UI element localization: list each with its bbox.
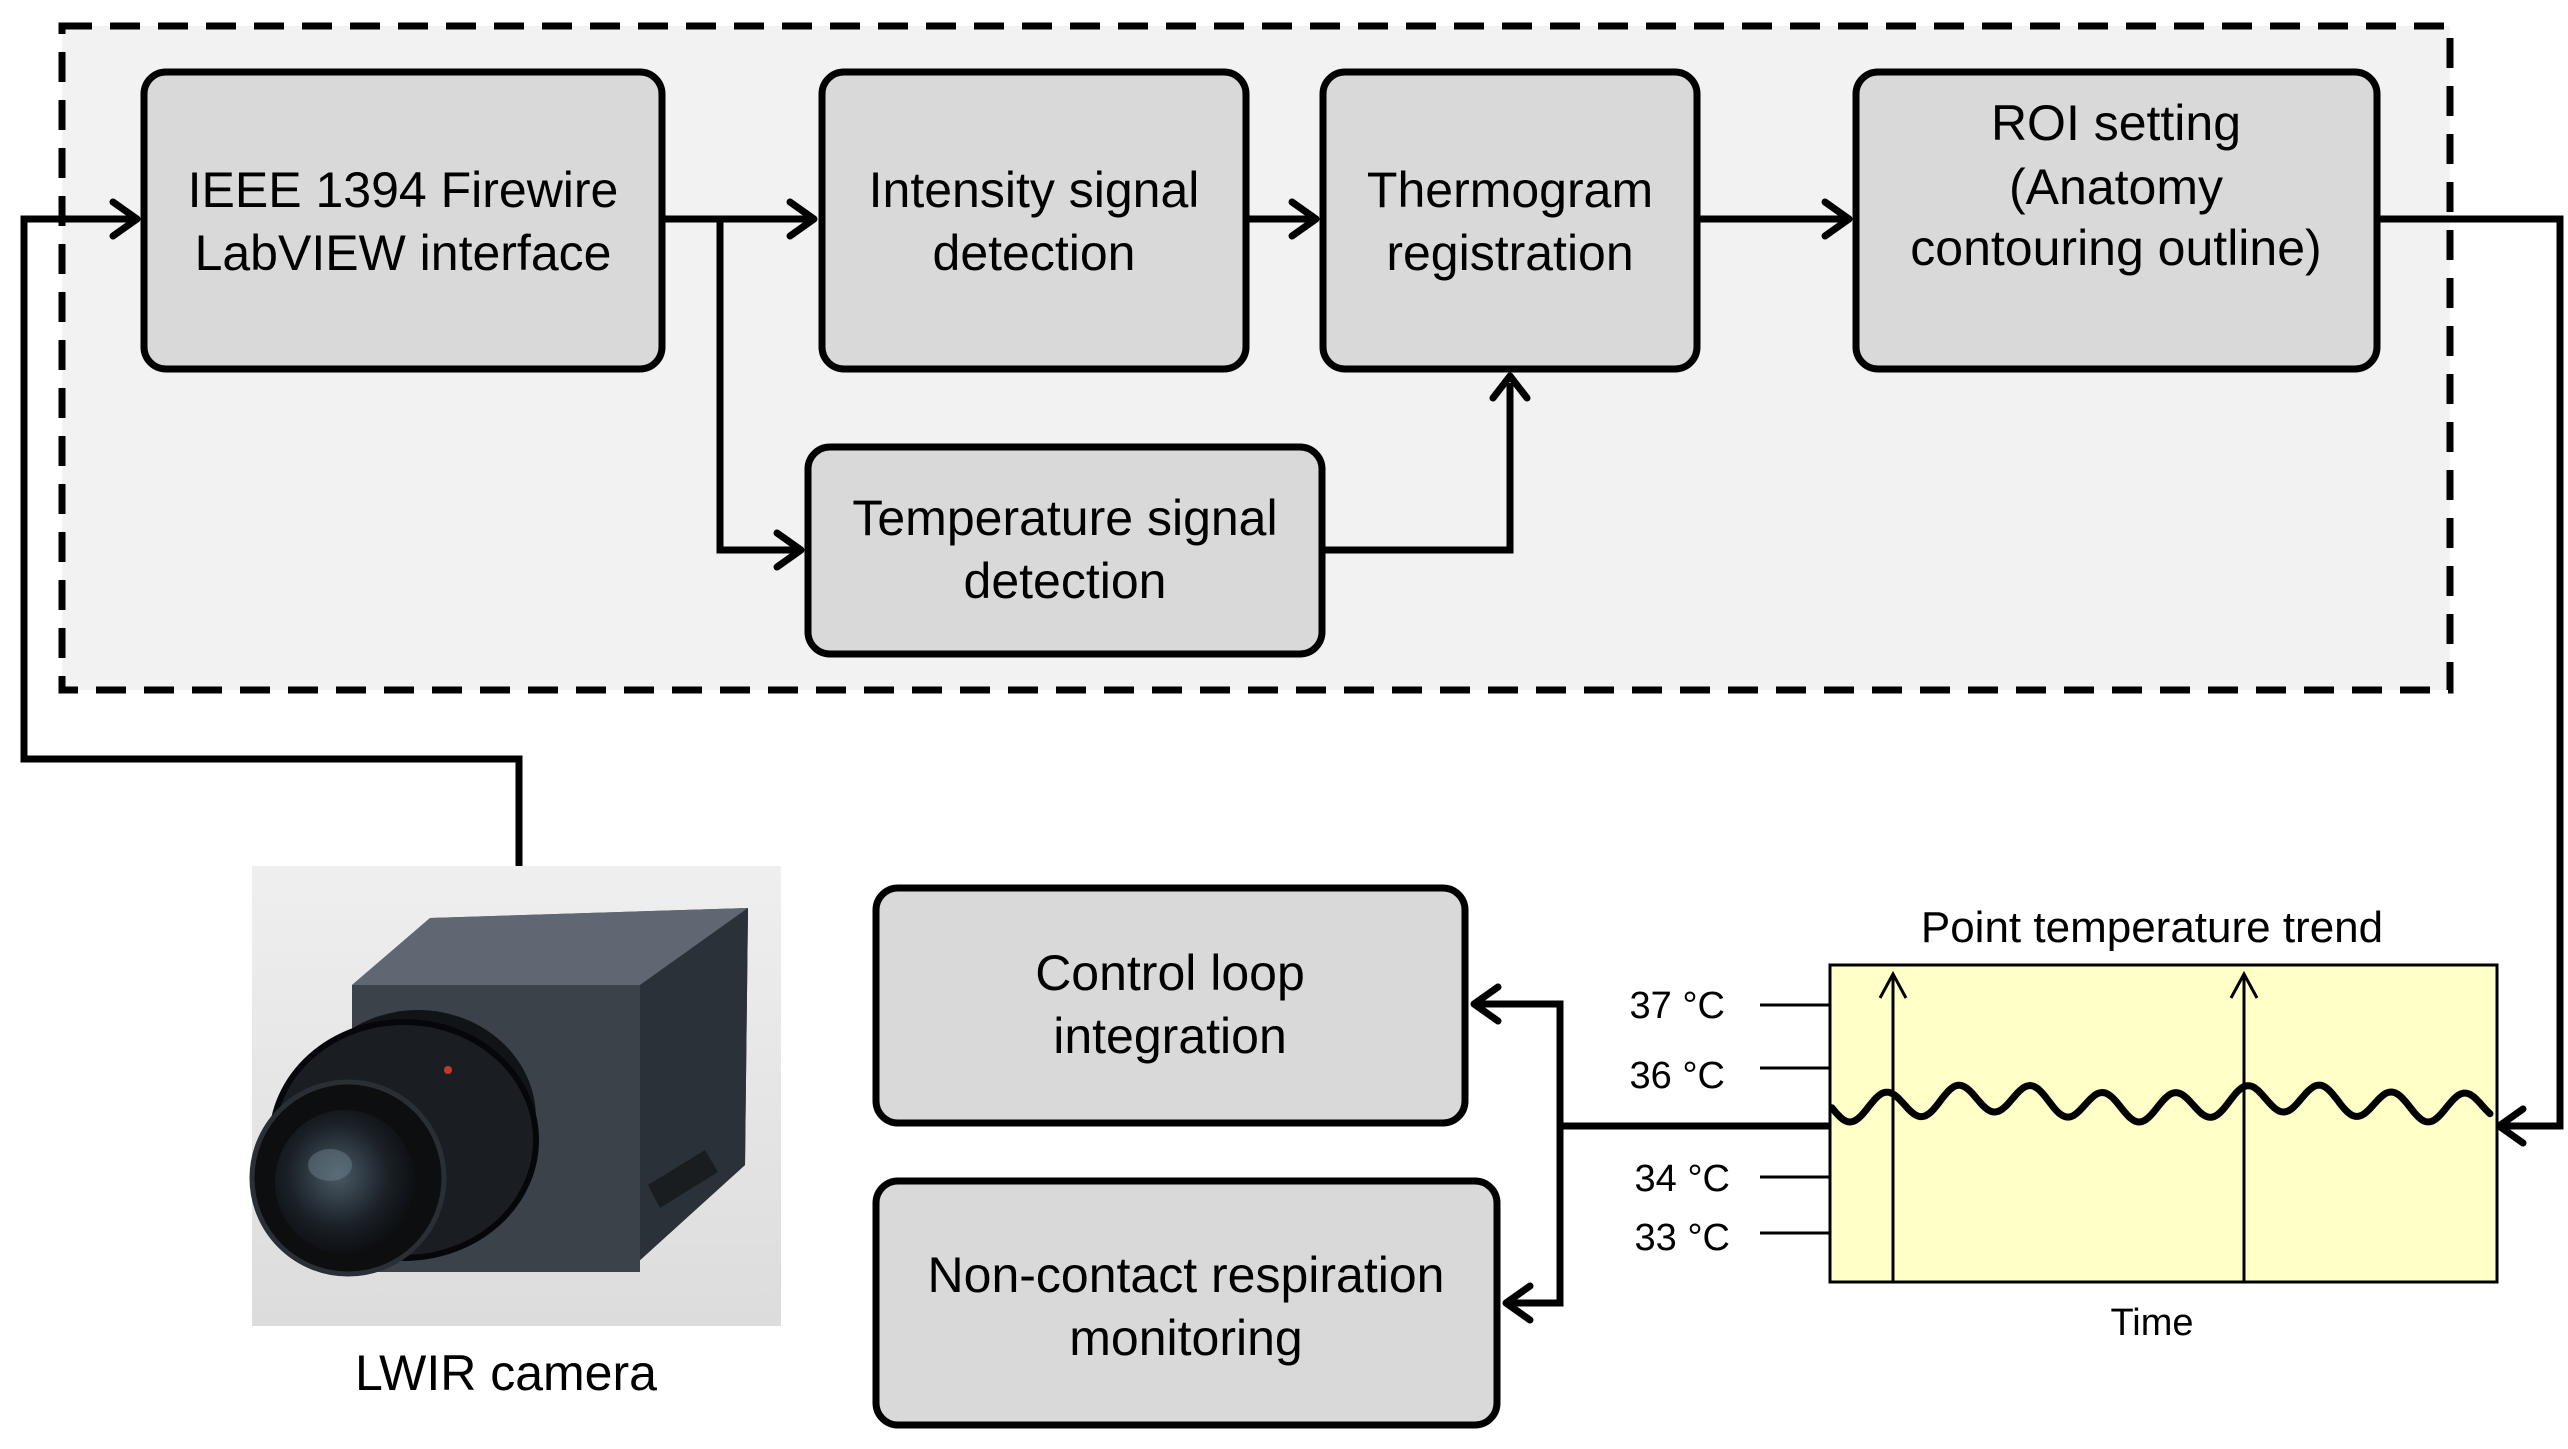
trend-marker-2-head <box>2229 970 2259 999</box>
connector-roi-trend <box>2377 215 2564 1130</box>
connector-to-respiration <box>1512 1126 1564 1307</box>
connector-temperature-thermogram <box>1322 383 1514 554</box>
block-thermogram-line2: registration <box>1386 225 1633 281</box>
block-respiration-line2: monitoring <box>1069 1310 1302 1366</box>
arrowhead-respiration <box>1502 1282 1534 1324</box>
arrowhead-control <box>1470 983 1502 1025</box>
camera-label: LWIR camera <box>355 1345 657 1401</box>
block-roi-line3: contouring outline) <box>1910 220 2321 276</box>
trend-waveform <box>1828 1081 2494 1126</box>
arrowhead-firewire <box>109 198 141 240</box>
block-control-line1: Control loop <box>1035 945 1305 1001</box>
arrowhead-roi <box>1821 198 1853 240</box>
connectors <box>20 198 2564 1324</box>
arrowhead-intensity <box>786 198 818 240</box>
trend-panel: Point temperature trend 37 °C 36 °C 34 °… <box>1630 903 2499 1344</box>
arrowhead-trend <box>2495 1105 2527 1147</box>
trend-tick-label: 37 °C <box>1630 985 1725 1027</box>
arrowhead-thermogram-up <box>1489 372 1531 402</box>
block-thermogram-line1: Thermogram <box>1367 162 1653 218</box>
trend-tick-label: 33 °C <box>1635 1217 1730 1259</box>
trend-title: Point temperature trend <box>1921 903 2383 952</box>
block-intensity-detection: Intensity signal detection <box>818 68 1250 373</box>
block-roi-line1: ROI setting <box>1991 95 2241 151</box>
block-respiration-line1: Non-contact respiration <box>928 1247 1445 1303</box>
block-intensity-line2: detection <box>933 225 1136 281</box>
block-temperature-line1: Temperature signal <box>852 490 1277 546</box>
trend-tick-label: 36 °C <box>1630 1055 1725 1097</box>
arrowhead-temperature <box>773 529 805 571</box>
block-intensity-line1: Intensity signal <box>869 162 1200 218</box>
block-roi-line2: (Anatomy <box>2009 159 2223 215</box>
arrowhead-thermogram <box>1288 198 1320 240</box>
block-thermogram-registration: Thermogram registration <box>1319 68 1701 373</box>
connector-firewire-temperature <box>716 219 795 554</box>
block-control-line2: integration <box>1053 1008 1287 1064</box>
connector-camera-firewire <box>20 215 523 866</box>
block-control-loop: Control loop integration <box>872 884 1469 1127</box>
block-roi-setting: ROI setting (Anatomy contouring outline) <box>1852 68 2381 373</box>
trend-x-label: Time <box>2110 1302 2193 1344</box>
block-firewire-line1: IEEE 1394 Firewire <box>188 162 619 218</box>
lwir-camera-image <box>249 866 781 1326</box>
block-temperature-detection: Temperature signal detection <box>804 443 1326 658</box>
trend-marker-1-head <box>1878 970 1908 999</box>
trend-tick-label: 34 °C <box>1635 1158 1730 1200</box>
trend-plot-area <box>1828 963 2499 1284</box>
connector-to-control <box>1480 1000 1564 1126</box>
block-temperature-line2: detection <box>964 553 1167 609</box>
block-firewire: IEEE 1394 Firewire LabVIEW interface <box>140 68 666 373</box>
block-firewire-line2: LabVIEW interface <box>195 225 612 281</box>
block-respiration-monitoring: Non-contact respiration monitoring <box>872 1177 1501 1429</box>
